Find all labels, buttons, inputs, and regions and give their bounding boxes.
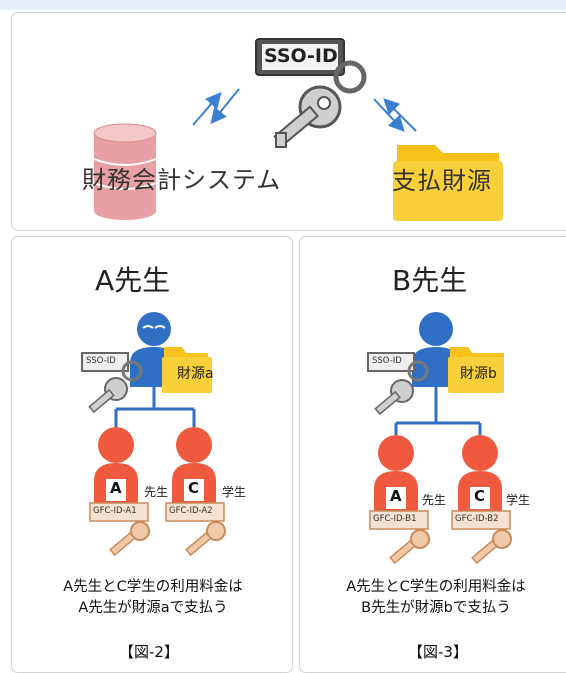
figure-label: 【図-2】 xyxy=(119,643,179,661)
user-a-head-icon xyxy=(378,435,414,471)
teacher-head-icon xyxy=(137,312,171,346)
teacher-a-panel: A先生 SSO-ID 財源a A 先生 xyxy=(11,236,293,673)
user-c-id: GFC-ID-A2 xyxy=(169,506,213,516)
caption-line-1: A先生とC学生の利用料金は xyxy=(63,579,243,595)
teacher-b-panel: B先生 SSO-ID 財源b A 先生 C 学生 GFC-ID-B1 GFC-I… xyxy=(299,236,566,673)
panel-title: A先生 xyxy=(95,264,171,297)
user-a-id: GFC-ID-A1 xyxy=(93,506,137,516)
caption: A先生とC学生の利用料金は B先生が財源bで支払う xyxy=(300,577,566,619)
user-c-id: GFC-ID-B2 xyxy=(455,514,499,524)
user-a-role: 先生 xyxy=(144,485,169,499)
group-diagram xyxy=(81,312,226,557)
id-tag-icon xyxy=(165,502,225,522)
figure-label: 【図-3】 xyxy=(408,643,468,661)
sso-key-icon xyxy=(255,38,367,148)
folder-icon xyxy=(393,145,503,221)
overview-panel: 財務会計システム SSO-ID 支払財源 xyxy=(11,12,566,231)
user-c-role: 学生 xyxy=(506,493,531,507)
user-c-letter: C xyxy=(188,479,200,497)
sync-arrows-icon xyxy=(192,88,240,126)
caption-line-2: A先生が財源aで支払う xyxy=(78,600,228,616)
sync-arrows-icon xyxy=(373,98,417,132)
user-a-head-icon xyxy=(98,427,134,463)
sso-tag-label: SSO-ID xyxy=(86,356,116,366)
caption-line-2: B先生が財源bで支払う xyxy=(361,600,511,616)
group-diagram xyxy=(367,312,512,565)
teacher-head-icon xyxy=(419,312,453,346)
system-label: 財務会計システム xyxy=(82,166,282,194)
caption-line-1: A先生とC学生の利用料金は xyxy=(346,579,526,595)
user-a-letter: A xyxy=(390,487,402,505)
user-c-letter: C xyxy=(474,487,486,505)
funding-label: 支払財源 xyxy=(392,167,492,195)
id-tag-icon xyxy=(369,510,429,530)
key-icon xyxy=(410,529,430,549)
user-a-letter: A xyxy=(110,479,122,497)
caption: A先生とC学生の利用料金は A先生が財源aで支払う xyxy=(12,577,292,619)
key-icon xyxy=(206,521,226,541)
key-icon xyxy=(492,529,512,549)
folder-label: 財源a xyxy=(177,366,214,382)
user-a-role: 先生 xyxy=(422,493,447,507)
top-strip xyxy=(0,0,566,10)
sso-tag-label: SSO-ID xyxy=(372,356,402,366)
user-c-role: 学生 xyxy=(222,485,247,499)
user-c-head-icon xyxy=(176,427,212,463)
database-icon xyxy=(93,123,157,220)
panel-title: B先生 xyxy=(392,264,468,297)
user-a-id: GFC-ID-B1 xyxy=(373,514,417,524)
key-icon xyxy=(130,521,150,541)
user-c-head-icon xyxy=(462,435,498,471)
id-tag-icon xyxy=(451,510,511,530)
id-tag-icon xyxy=(89,502,149,522)
folder-label: 財源b xyxy=(460,366,497,382)
sso-id-tag: SSO-ID xyxy=(264,45,338,67)
